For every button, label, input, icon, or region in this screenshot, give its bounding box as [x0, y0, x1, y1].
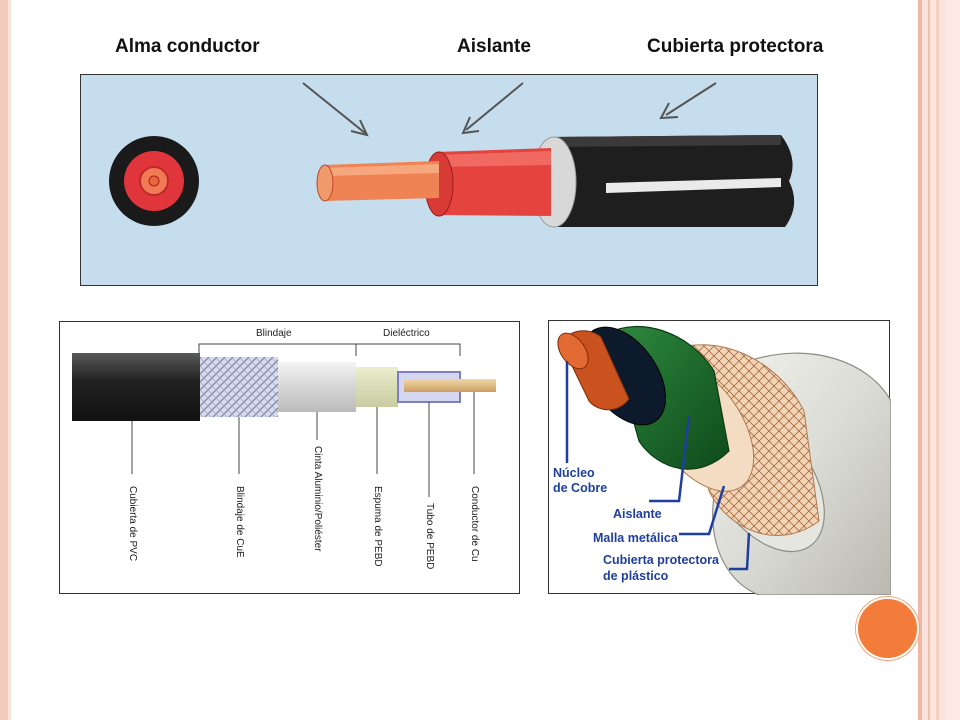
cable-diagram-top — [80, 74, 818, 286]
layer-label-pebd-tube: Tubo de PEBD — [424, 503, 435, 570]
label-plastic-cover-line2: de plástico — [603, 569, 669, 583]
label-leaders — [565, 361, 751, 571]
right-border — [918, 0, 960, 720]
label-cubierta-protectora: Cubierta protectora — [647, 36, 824, 57]
label-metal-mesh: Malla metálica — [593, 531, 678, 545]
outer-jacket — [551, 135, 795, 227]
group-brackets — [198, 343, 461, 356]
layer-label-cue-shield: Blindaje de CuE — [234, 486, 245, 558]
label-copper-core-line1: Núcleo — [553, 466, 595, 480]
leader-lines — [131, 392, 475, 497]
pointer-arrows — [302, 82, 717, 137]
cable-layers-diagram: Blindaje Dieléctrico Cubierta de PVC Bli… — [59, 321, 520, 594]
label-plastic-cover-line1: Cubierta protectora — [603, 553, 719, 567]
label-alma-conductor: Alma conductor — [115, 36, 260, 57]
layer-label-aluminium-tape: Cinta Aluminio/Poliéster — [312, 446, 323, 552]
layer-label-pvc-jacket: Cubierta de PVC — [127, 486, 138, 562]
shield-band — [606, 178, 781, 193]
layer-label-cu-conductor: Conductor de Cu — [469, 486, 480, 562]
copper-conductor — [404, 379, 496, 392]
group-label-shield: Blindaje — [256, 328, 292, 339]
pvc-jacket — [72, 353, 200, 421]
label-copper-core-line2: de Cobre — [553, 481, 608, 495]
cable-layers-illustration — [72, 343, 496, 497]
label-aislante: Aislante — [457, 36, 531, 57]
cable-top-illustration — [109, 82, 795, 228]
decorative-orange-circle — [856, 597, 919, 660]
label-insulator: Aislante — [613, 507, 662, 521]
aluminium-tape — [278, 362, 356, 412]
cable-cutaway-diagram: Núcleo de Cobre Aislante Malla metálica … — [548, 320, 891, 595]
layer-label-pebd-foam: Espuma de PEBD — [372, 486, 383, 567]
foam-dielectric — [356, 367, 398, 407]
copper-braid — [200, 357, 278, 417]
left-border — [0, 0, 11, 720]
cable-cutaway-illustration — [557, 325, 891, 595]
group-label-dielectric: Dieléctrico — [383, 328, 430, 339]
